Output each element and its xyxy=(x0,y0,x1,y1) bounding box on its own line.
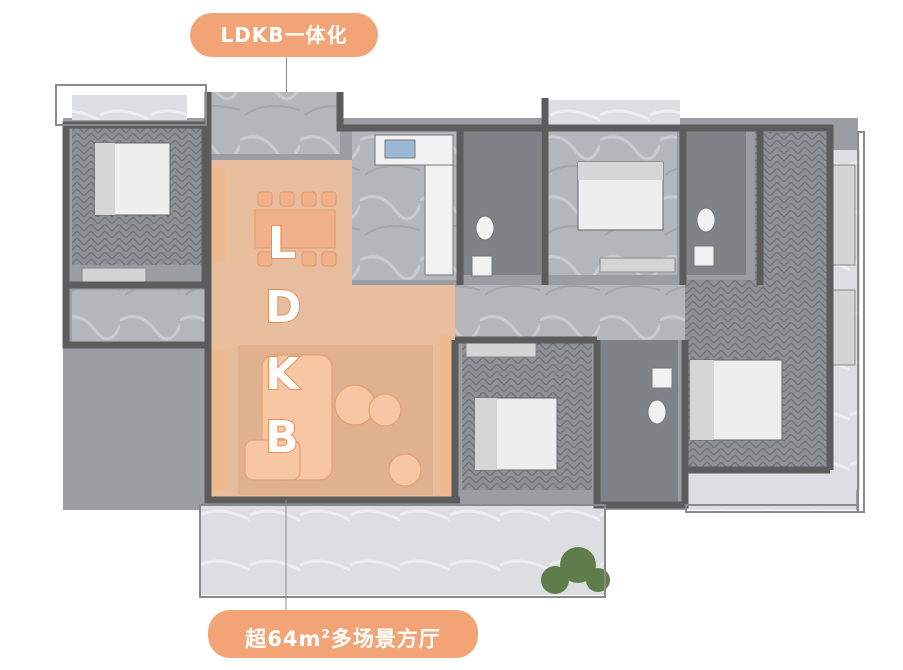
living-area-label-pill: 超64m2多场景方厅 xyxy=(208,610,478,658)
dining-cabinet xyxy=(212,168,226,263)
ldkb-label-text: LDKB一体化 xyxy=(220,23,348,47)
living-area-label-prefix: 超64m xyxy=(245,627,322,651)
study-shelf xyxy=(440,335,453,495)
bathroom-3-floor xyxy=(600,340,678,505)
room-floors xyxy=(72,92,860,595)
ldkb-label-pill: LDKB一体化 xyxy=(190,13,378,57)
southeast-balcony-floor xyxy=(686,470,856,510)
corridor-left-floor xyxy=(72,290,212,345)
letter-l: L xyxy=(268,218,296,269)
south-balcony-floor xyxy=(200,505,605,595)
walls xyxy=(62,92,834,509)
furniture xyxy=(81,134,856,594)
ldkb-area xyxy=(208,160,455,500)
corridor-right-floor xyxy=(685,280,825,340)
exterior-outline xyxy=(55,84,865,598)
bed-top-left xyxy=(94,142,171,216)
letter-d: D xyxy=(265,282,302,333)
bed-top-mid xyxy=(577,161,664,231)
bathroom-1-floor xyxy=(463,130,541,275)
bed-master xyxy=(689,359,783,441)
dining-table-set xyxy=(254,191,337,267)
kitchen-counter xyxy=(374,134,454,276)
ldkb-letters: L D K B xyxy=(264,217,303,464)
living-area-label-sup: 2 xyxy=(321,627,331,641)
living-area-label-suffix: 多场景方厅 xyxy=(330,627,441,651)
north-balcony-left-floor xyxy=(72,95,187,120)
tv-cabinet xyxy=(212,350,228,490)
bed-bottom xyxy=(474,397,558,471)
letter-k: K xyxy=(265,349,301,400)
bathroom-fixtures xyxy=(471,207,716,425)
letter-b: B xyxy=(265,412,299,463)
sofa-set xyxy=(244,354,422,487)
wardrobes xyxy=(81,164,856,366)
corridor-mid-floor xyxy=(455,285,685,340)
kitchen-balcony-floor xyxy=(208,92,340,154)
